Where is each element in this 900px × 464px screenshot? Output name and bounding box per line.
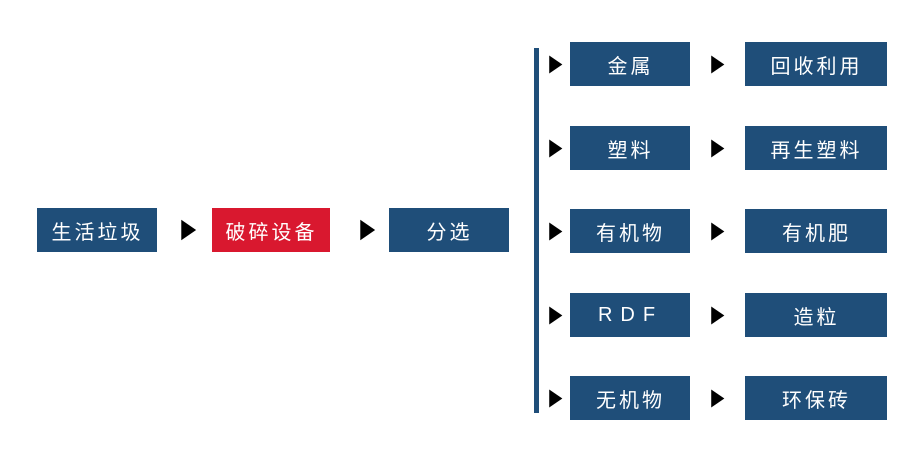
node-label: 金属	[607, 55, 654, 78]
node-eco-brick: 环保砖	[745, 376, 887, 420]
arrow-right-icon	[701, 304, 728, 327]
node-label: 无机物	[596, 389, 665, 412]
node-label: 有机肥	[782, 222, 851, 245]
arrow-right-icon	[701, 53, 728, 76]
node-granulation: 造粒	[745, 293, 887, 337]
node-organic-fertilizer: 有机肥	[745, 209, 887, 253]
node-rdf: RDF	[570, 293, 690, 337]
arrow-right-icon	[539, 387, 566, 410]
node-label: 塑料	[607, 139, 654, 162]
node-metal: 金属	[570, 42, 690, 86]
node-label: 破碎设备	[225, 221, 318, 244]
node-label: RDF	[597, 303, 664, 326]
node-crushing-equipment: 破碎设备	[212, 208, 330, 252]
arrow-right-icon	[701, 137, 728, 160]
node-household-waste: 生活垃圾	[37, 208, 157, 252]
node-label: 有机物	[596, 222, 665, 245]
node-label: 生活垃圾	[51, 221, 144, 244]
arrow-right-icon	[539, 53, 566, 76]
arrow-right-icon	[701, 220, 728, 243]
node-label: 再生塑料	[770, 139, 863, 162]
branch-line	[534, 48, 539, 413]
node-label: 分选	[426, 221, 473, 244]
arrow-right-icon	[701, 387, 728, 410]
node-label: 造粒	[793, 306, 840, 329]
node-organic-matter: 有机物	[570, 209, 690, 253]
node-label: 回收利用	[770, 55, 863, 78]
node-label: 环保砖	[782, 389, 851, 412]
arrow-right-icon	[170, 217, 200, 243]
node-inorganic-matter: 无机物	[570, 376, 690, 420]
node-recycled-plastic: 再生塑料	[745, 126, 887, 170]
arrow-right-icon	[539, 304, 566, 327]
arrow-right-icon	[349, 217, 379, 243]
arrow-right-icon	[539, 220, 566, 243]
node-plastic: 塑料	[570, 126, 690, 170]
node-sorting: 分选	[389, 208, 509, 252]
arrow-right-icon	[539, 137, 566, 160]
node-recycling: 回收利用	[745, 42, 887, 86]
